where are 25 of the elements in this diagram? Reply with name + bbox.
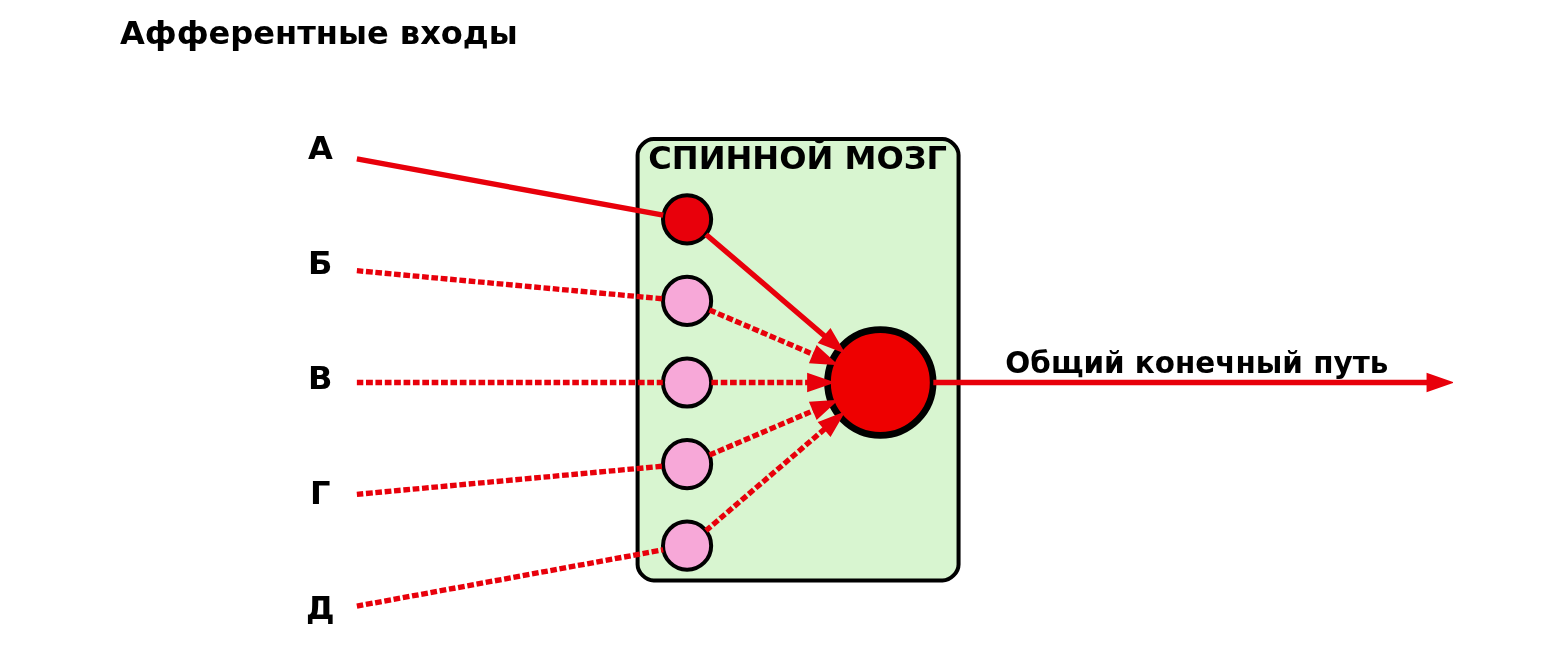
node-circle xyxy=(661,519,714,572)
label: Афферентные входы xyxy=(120,14,518,53)
arrow xyxy=(933,372,1453,393)
arrow xyxy=(711,372,836,393)
arrow xyxy=(704,232,846,354)
connector xyxy=(356,463,663,497)
node-text: Г xyxy=(309,474,331,513)
node-circle xyxy=(661,438,714,491)
node-text: Б xyxy=(307,244,333,283)
connector xyxy=(356,379,663,386)
node-text: Д xyxy=(305,589,335,628)
connector xyxy=(356,547,664,609)
node-circle xyxy=(824,326,937,439)
cluster: СПИННОЙ МОЗГ xyxy=(635,137,961,583)
arrow xyxy=(708,399,839,458)
node-circle xyxy=(661,356,714,409)
arrow xyxy=(704,411,846,533)
connector xyxy=(356,156,664,218)
arrow xyxy=(708,307,839,366)
node-text: В xyxy=(307,359,333,398)
node-text: А xyxy=(307,129,333,168)
edge-label: Общий конечный путь xyxy=(1005,345,1389,380)
node-circle xyxy=(661,274,714,327)
node-circle xyxy=(661,193,714,246)
connector xyxy=(356,268,663,302)
